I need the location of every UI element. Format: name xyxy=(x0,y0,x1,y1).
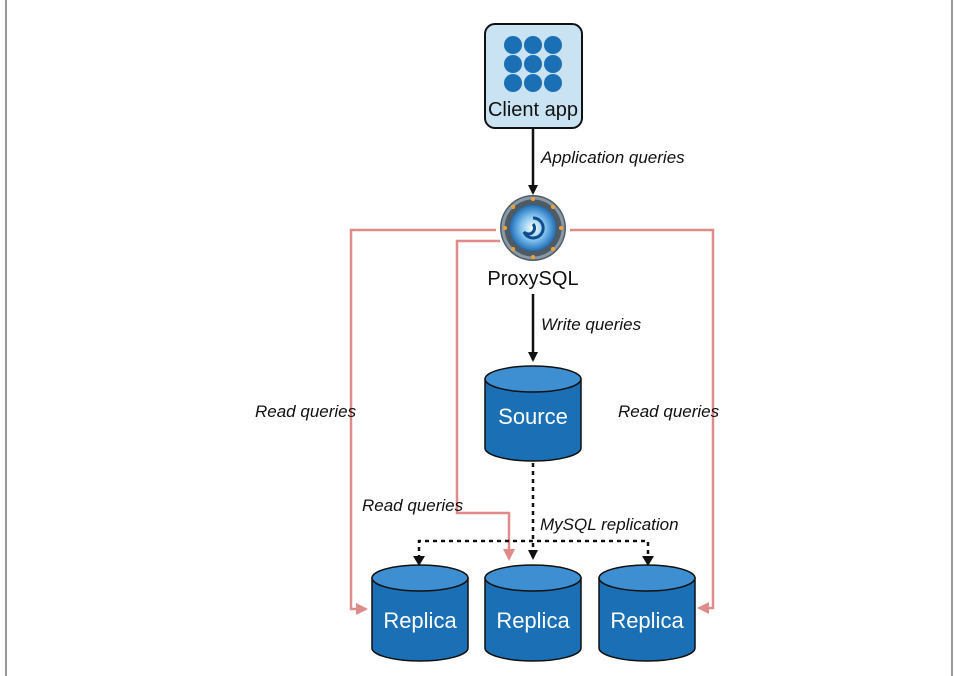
replica-db-node-1: Replica xyxy=(371,564,469,662)
read-queries-right-label: Read queries xyxy=(618,402,720,421)
source-label: Source xyxy=(498,404,568,429)
replication-arrowheads xyxy=(413,556,654,566)
read-queries-right-path xyxy=(570,228,715,614)
application-queries-label: Application queries xyxy=(540,148,685,167)
replica-db-node-2: Replica xyxy=(484,564,582,662)
replica-db-node-3: Replica xyxy=(598,564,696,662)
replication-paths xyxy=(417,463,650,560)
replica-label: Replica xyxy=(383,608,457,633)
mysql-replication-label: MySQL replication xyxy=(540,515,679,534)
proxysql-label: ProxySQL xyxy=(487,268,578,290)
read-queries-left-label: Read queries xyxy=(255,402,357,421)
proxysql-node: ProxySQL xyxy=(487,195,579,290)
replica-label: Replica xyxy=(610,608,684,633)
replica-label: Replica xyxy=(496,608,570,633)
source-db-node: Source xyxy=(484,365,582,462)
read-queries-middle-label: Read queries xyxy=(362,496,464,515)
app-grid-icon xyxy=(504,36,562,92)
client-app-label: Client app xyxy=(488,99,578,121)
proxysql-logo-icon xyxy=(500,195,566,261)
read-queries-left-path xyxy=(349,228,496,615)
client-app-node: Client app xyxy=(484,23,583,129)
write-queries-label: Write queries xyxy=(541,315,642,334)
read-queries-middle-path xyxy=(455,239,515,561)
